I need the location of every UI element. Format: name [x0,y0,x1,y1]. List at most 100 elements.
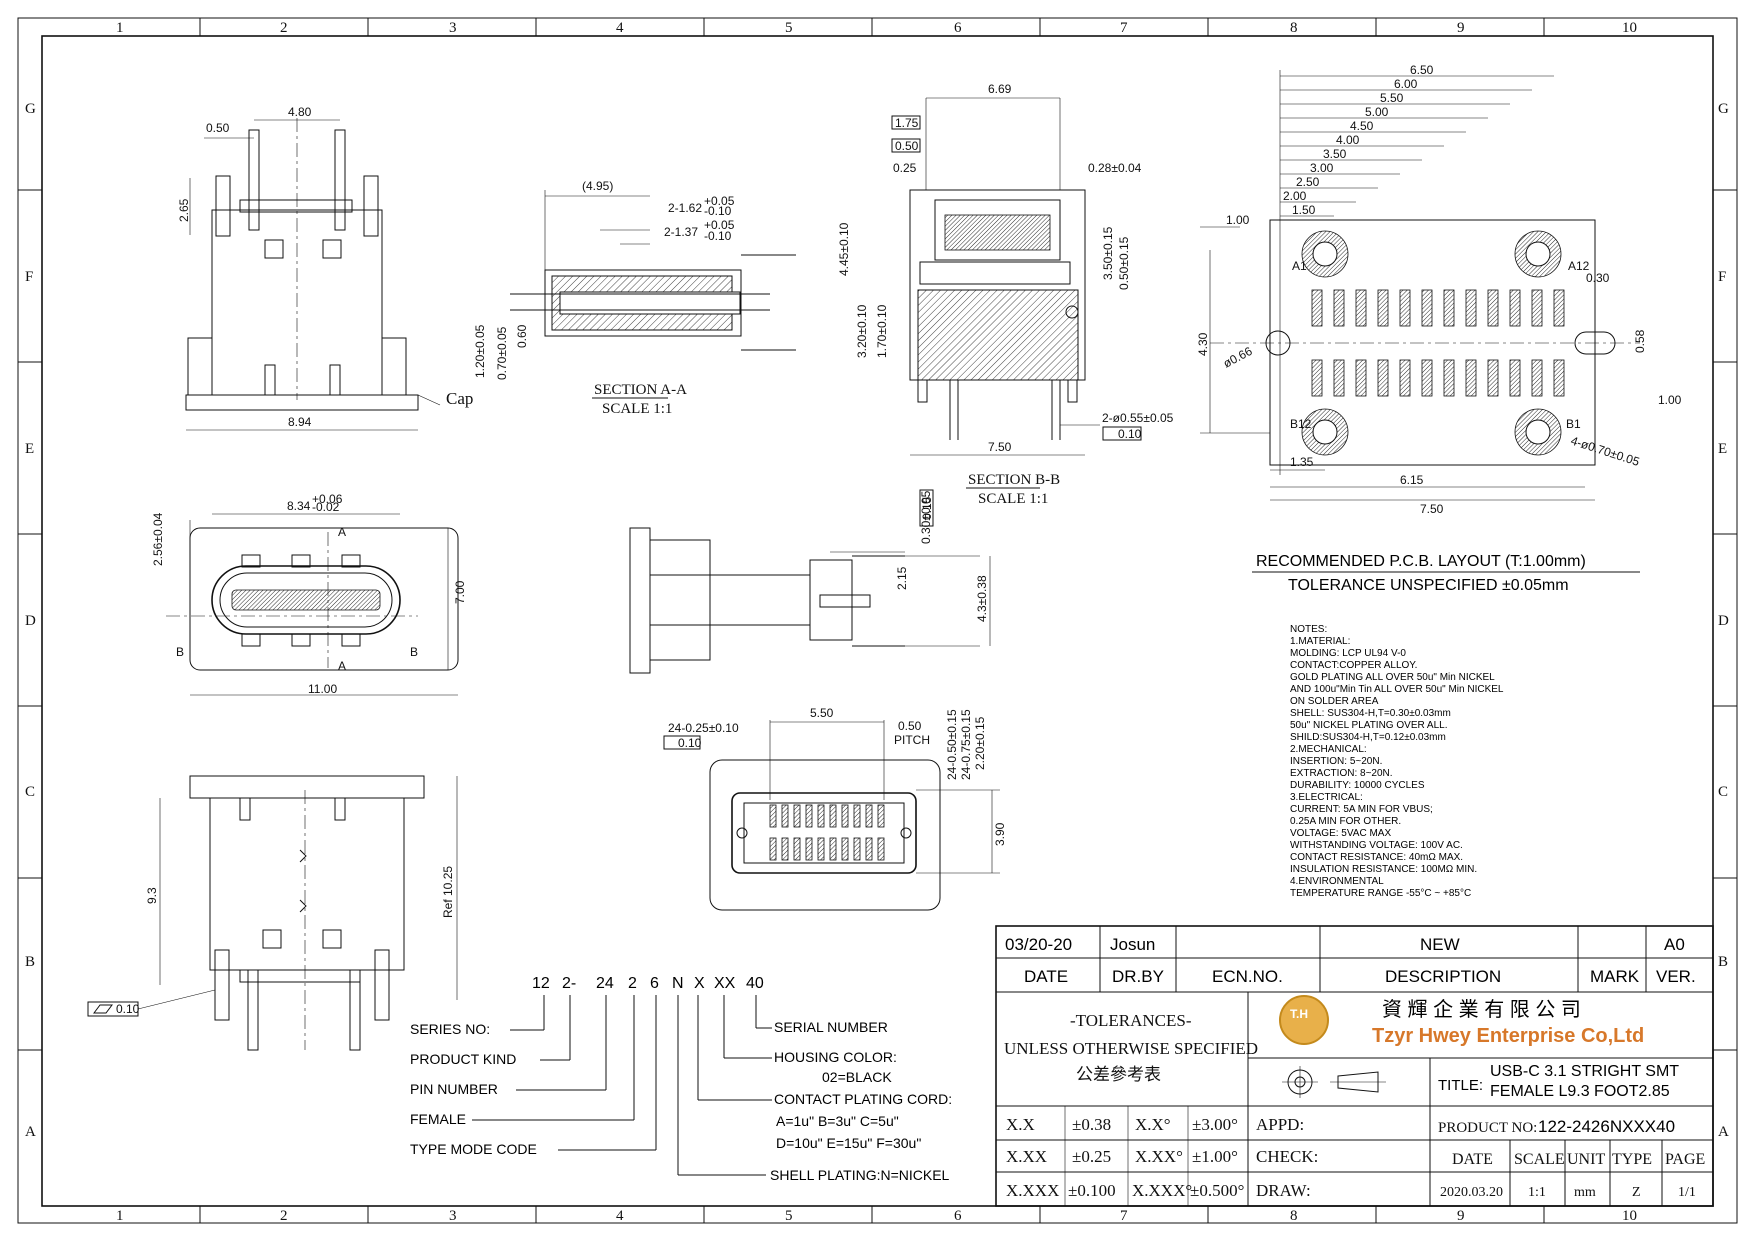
dim-label: 6.69 [988,82,1012,96]
tol-line: UNLESS OTHERWISE SPECIFIED [1004,1039,1258,1058]
dim-label: 0.58 [1633,329,1647,353]
drawing-line [817,837,825,861]
row-letter: E [25,441,34,457]
notes-line: 1.MATERIAL: [1290,636,1350,647]
drawing-line [363,175,379,237]
row-letter: F [1718,269,1726,285]
drawing-line [649,539,711,661]
h-desc: DESCRIPTION [1385,967,1501,986]
dim-label: 1.00 [1226,213,1250,227]
h-mark: MARK [1590,967,1640,986]
code-segment: 2- [562,975,576,992]
h-ver: VER. [1656,967,1696,986]
notes-line: CONTACT RESISTANCE: 40mΩ MAX. [1290,852,1463,863]
tol-cell: X.X° [1135,1115,1171,1134]
drawing-line [819,594,871,608]
row-letter: F [25,269,33,285]
company-logo-icon [1279,995,1329,1045]
dim-label: 3.00 [1310,161,1334,175]
dim-label: 5.50 [1380,91,1404,105]
section-bb-view: 6.69 1.75 0.50 0.25 0.28±0.04 4.45±0.10 … [837,82,1174,507]
notes-line: 50u" NICKEL PLATING OVER ALL. [1290,720,1448,731]
dim-label: 6.00 [1394,77,1418,91]
column-numbers-bottom: 1 2 3 4 5 6 7 8 9 10 [116,1208,1637,1224]
dim-label: PITCH [894,733,930,747]
row-letter: A [1718,1124,1729,1140]
drawing-line [805,804,813,828]
dim-label: 4.3±0.38 [975,575,989,622]
drawing-line [841,837,849,861]
dim-label: 0.10 [678,736,702,750]
drawing-line [853,837,861,861]
column-ticks [18,18,1737,1223]
code-label: FEMALE [410,1111,466,1127]
drawing-line [817,804,825,828]
dim-label: -0.02 [312,500,340,514]
drawing-line [934,199,1061,261]
drawing-line [1333,289,1345,327]
dim-label: 1.70±0.10 [875,304,889,358]
tol-cell: X.X [1006,1115,1035,1134]
row-letters-right: G F E D C B A [1718,101,1729,1140]
drawing-line [793,804,801,828]
code-label: CONTACT PLATING CORD: [774,1091,952,1107]
dim-label: 8.94 [288,415,312,429]
section-marker-b: B [410,645,418,659]
drawing-line [1333,359,1345,397]
dim-label: 0.50 [898,719,922,733]
drawing-line [917,289,1079,381]
company-en: Tzyr Hwey Enterprise Co,Ltd [1372,1025,1644,1047]
drawing-line [1531,289,1543,327]
bottom-pin-row-top [769,804,885,828]
code-label: D=10u" E=15u" F=30u" [776,1135,921,1151]
tol-cell: ±0.500° [1190,1181,1244,1200]
drawing-line [1311,359,1323,397]
drawing-line [137,989,216,1010]
drawing-line [1443,359,1455,397]
drawing-line [239,199,353,213]
tol-cell: ±1.00° [1192,1147,1238,1166]
v-unit: mm [1574,1185,1596,1200]
dim-label: 0.10 [1118,427,1142,441]
drawing-line [1067,379,1078,403]
drawing-line [1065,305,1079,319]
title-block: 03/20-20 Josun NEW A0 DATE DR.BY ECN.NO.… [995,925,1714,1207]
drawing-line [41,35,1714,1207]
dim-label: 2.00 [1283,189,1307,203]
drawing-line [1312,419,1338,445]
company-logo-text: T.H [1290,1007,1308,1021]
code-segment: 6 [650,975,659,992]
h-drby: DR.BY [1112,967,1164,986]
drawing-line [544,269,742,337]
drawing-line [219,572,393,628]
drawing-line [1465,359,1477,397]
drawing-line [187,337,213,396]
section-marker-a: A [338,659,346,673]
dim-label: 6.15 [1400,473,1424,487]
drawing-line [1531,359,1543,397]
appd-label: APPD: [1256,1115,1304,1134]
notes: NOTES: 1.MATERIAL: MOLDING: LCP UL94 V-0… [1290,624,1504,899]
column-numbers-top: 1 2 3 4 5 6 7 8 9 10 [116,20,1637,36]
col-num: 4 [616,20,624,36]
drawing-line [1355,289,1367,327]
drawing-line [1312,241,1338,267]
dim-label: 0.10 [116,1002,140,1016]
drawing-line [291,633,311,647]
code-label: A=1u" B=3u" C=5u" [776,1113,899,1129]
drawing-line [189,775,425,799]
drawing-line [809,559,853,641]
drawing-line [1487,289,1499,327]
code-label: 02=BLACK [822,1069,892,1085]
dim-label: 0.28±0.04 [1088,161,1142,175]
prod-no-label: PRODUCT NO: [1438,1120,1537,1136]
drawing-line [852,555,905,647]
drawing-line [299,849,307,913]
drawing-line [1399,289,1411,327]
prod-no: 122-2426NXXX40 [1538,1117,1675,1136]
col-num: 3 [449,20,457,36]
drawing-line [17,17,1738,1224]
frame: 1 2 3 4 5 6 7 8 9 10 1 2 3 4 5 6 7 8 9 1… [17,17,1738,1224]
notes-line: GOLD PLATING ALL OVER 50u" Min NICKEL [1290,672,1495,683]
row-letter: C [1718,784,1728,800]
